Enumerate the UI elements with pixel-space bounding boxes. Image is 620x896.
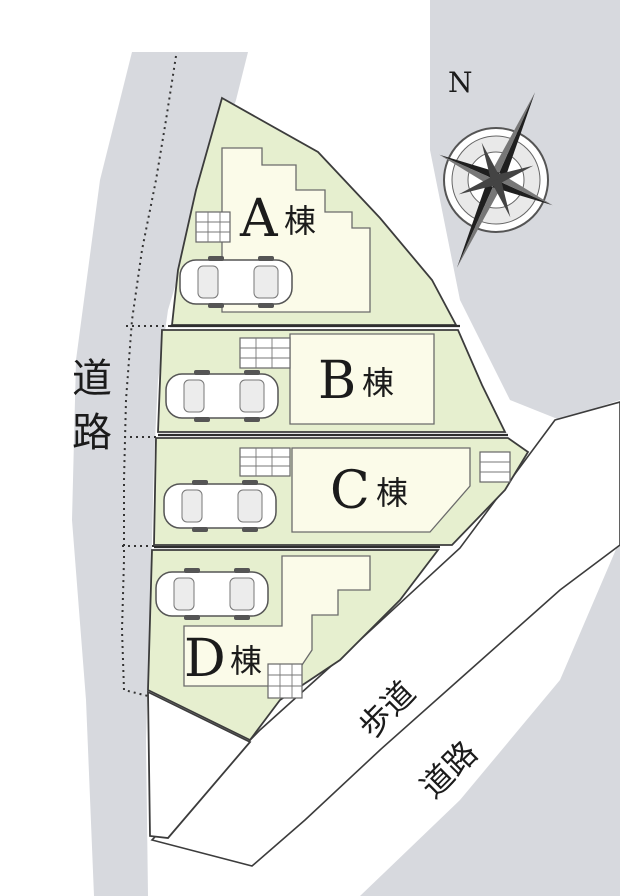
southeast-road <box>360 540 620 896</box>
label-a-letter: A <box>239 189 279 249</box>
house-c <box>291 447 471 533</box>
car-c <box>163 480 277 532</box>
compass-rose-icon <box>439 92 553 268</box>
label-a-suffix: 棟 <box>284 202 316 240</box>
label-b-letter: B <box>318 351 356 411</box>
label-d: D 棟 <box>184 629 262 689</box>
stairs-d <box>267 663 303 699</box>
car-b <box>165 370 279 422</box>
house-b <box>289 333 435 425</box>
label-d-suffix: 棟 <box>230 642 262 680</box>
north-label: N <box>448 66 473 99</box>
label-a: A 棟 <box>239 189 316 249</box>
label-b: B 棟 <box>318 351 394 411</box>
label-d-letter: D <box>184 629 226 689</box>
stairs-c <box>239 447 291 477</box>
label-b-suffix: 棟 <box>362 364 394 402</box>
west-road <box>72 52 248 896</box>
west-road-label-1: 道 <box>72 356 112 402</box>
utility-box <box>479 451 511 483</box>
label-c: C 棟 <box>330 461 408 521</box>
lot-corner <box>147 690 252 839</box>
stairs-a <box>195 211 231 243</box>
west-road-label-2: 路 <box>72 410 112 456</box>
label-c-suffix: 棟 <box>376 474 408 512</box>
house-d <box>183 555 371 687</box>
car-d <box>155 568 269 620</box>
car-a <box>179 256 293 308</box>
stairs-b <box>239 337 291 369</box>
label-c-letter: C <box>330 461 370 521</box>
